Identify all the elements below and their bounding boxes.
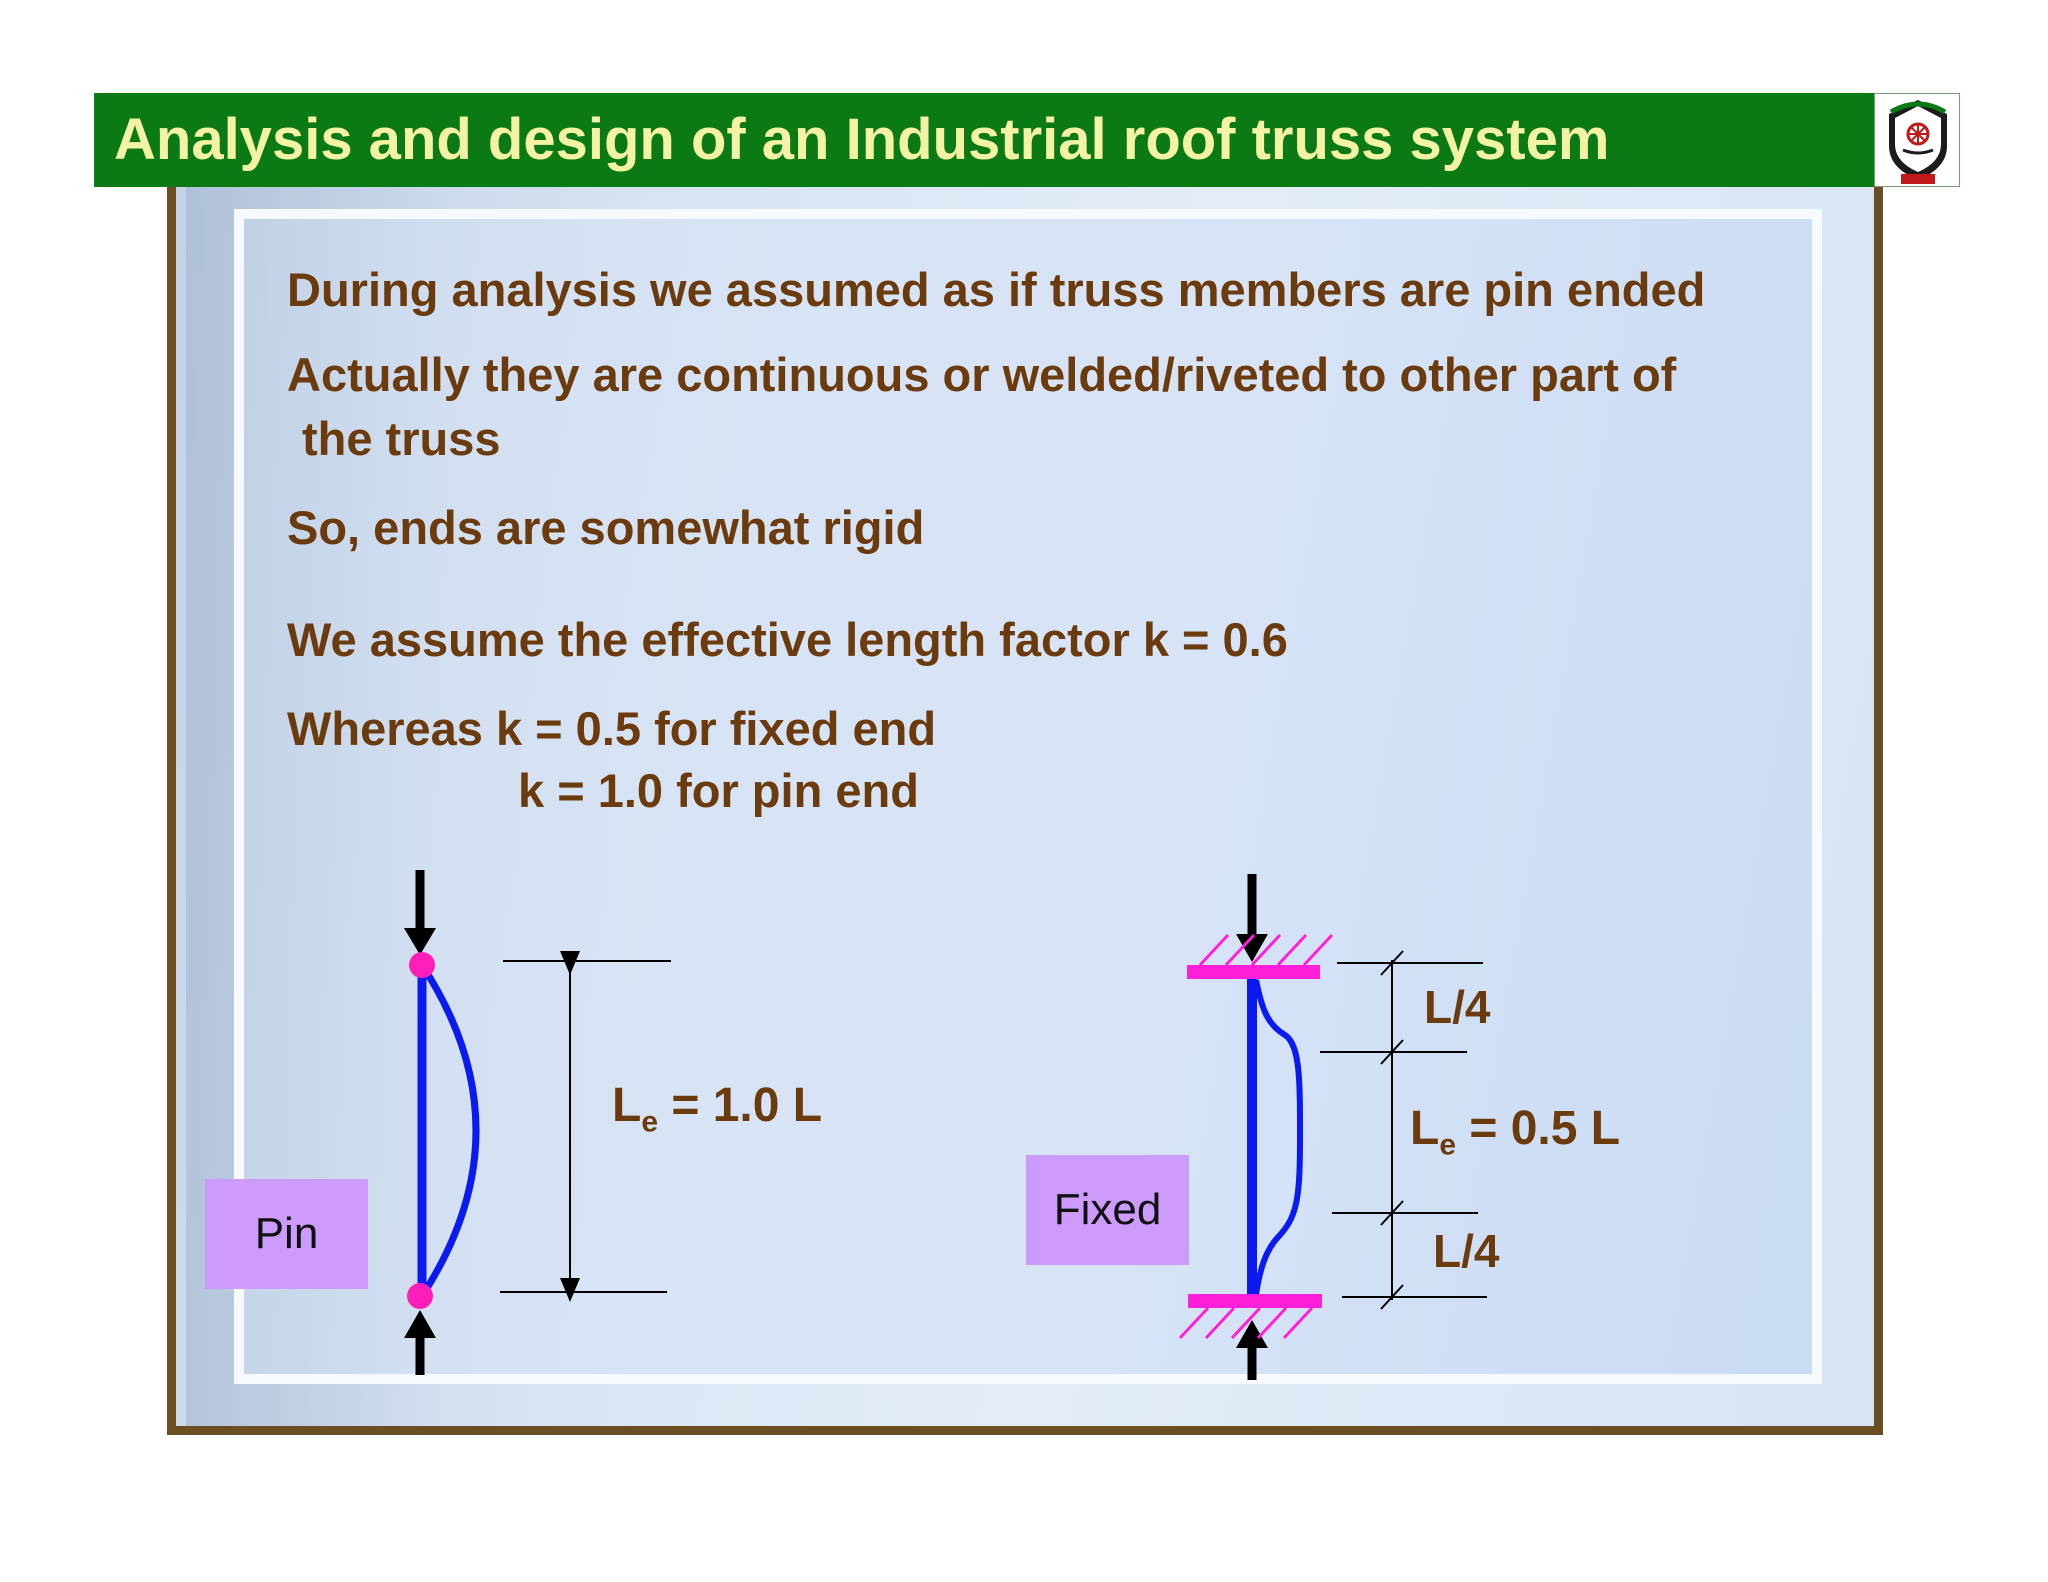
fixed-eq-L: L bbox=[1410, 1102, 1440, 1155]
fixed-eq-value: = 0.5 L bbox=[1456, 1102, 1621, 1155]
bullet-effective-length-factor: We assume the effective length factor k … bbox=[287, 613, 1288, 666]
bullet-ends-rigid: So, ends are somewhat rigid bbox=[287, 501, 925, 554]
bullet-fixed-end-k: Whereas k = 0.5 for fixed end bbox=[287, 702, 937, 755]
pin-label-box: Pin bbox=[205, 1179, 368, 1289]
fixed-column-diagram bbox=[1178, 874, 1487, 1380]
pin-top-joint-icon bbox=[409, 952, 435, 978]
fixed-bottom-quarter-label: L/4 bbox=[1433, 1225, 1500, 1277]
fixed-bottom-hatch bbox=[1178, 1306, 1314, 1340]
title-bar: Analysis and design of an Industrial roo… bbox=[94, 93, 1874, 187]
fixed-eq-subscript: e bbox=[1439, 1128, 1457, 1162]
pin-effective-length-equation: Le = 1.0 L bbox=[612, 1077, 822, 1141]
fixed-top-arrowhead-icon bbox=[1236, 934, 1268, 962]
logo-emblem-icon bbox=[1889, 100, 1947, 184]
fixed-bottom-support bbox=[1188, 1294, 1322, 1308]
bullet-continuous-members-line1: Actually they are continuous or welded/r… bbox=[287, 348, 1677, 401]
pin-buckled-shape bbox=[419, 963, 480, 1298]
fixed-bottom-arrowhead-icon bbox=[1236, 1320, 1268, 1348]
fixed-top-hatch bbox=[1198, 933, 1334, 967]
pin-eq-L: L bbox=[612, 1079, 642, 1132]
fixed-top-quarter-label: L/4 bbox=[1424, 981, 1491, 1033]
fixed-top-support bbox=[1187, 965, 1320, 979]
pin-bottom-joint-icon bbox=[407, 1283, 433, 1309]
fixed-buckled-shape bbox=[1253, 979, 1304, 1295]
fixed-effective-length-equation: Le = 0.5 L bbox=[1410, 1100, 1620, 1164]
bullet-continuous-members-line2: the truss bbox=[302, 412, 501, 465]
bullet-pin-ended-assumption: During analysis we assumed as if truss m… bbox=[287, 263, 1706, 316]
pin-bottom-arrowhead-icon bbox=[404, 1310, 436, 1338]
pin-eq-value: = 1.0 L bbox=[658, 1079, 823, 1132]
fixed-label-box: Fixed bbox=[1026, 1155, 1189, 1265]
bullet-pin-end-k: k = 1.0 for pin end bbox=[518, 764, 919, 817]
fixed-dimension-lines bbox=[1320, 950, 1487, 1310]
pin-column-diagram bbox=[404, 870, 671, 1375]
pin-eq-subscript: e bbox=[641, 1105, 659, 1139]
slide-title: Analysis and design of an Industrial roo… bbox=[114, 107, 1610, 172]
pin-top-arrowhead-icon bbox=[404, 928, 436, 955]
university-logo bbox=[1874, 93, 1960, 187]
